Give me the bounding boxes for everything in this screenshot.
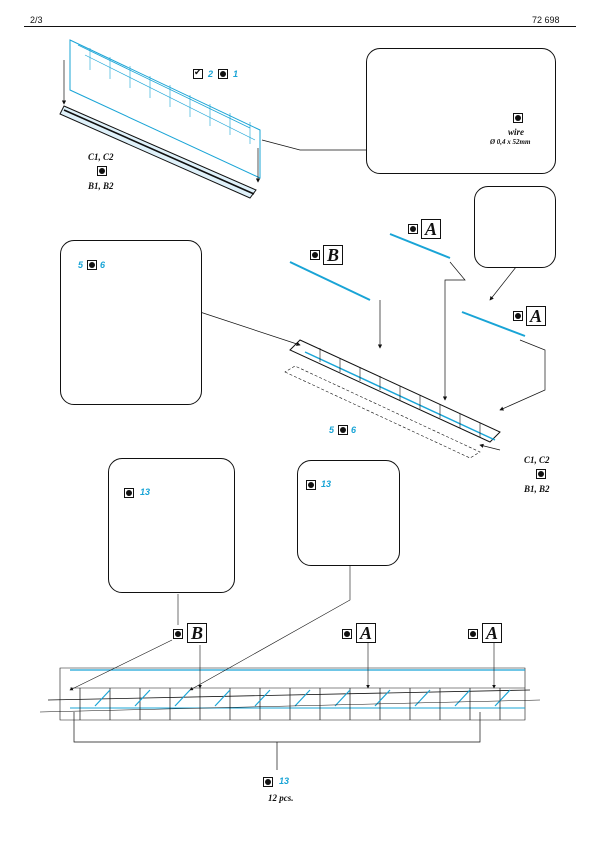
step1-drawing <box>59 39 366 199</box>
part-icon <box>97 166 107 176</box>
part-icon <box>338 425 348 435</box>
step2-part-5: 5 <box>329 425 335 435</box>
step1-part-1: 1 <box>233 69 239 79</box>
header-rule <box>24 26 576 27</box>
wire-size: Ø 0,4 x 52mm <box>490 138 531 146</box>
marker-b: B <box>323 245 343 265</box>
pieces-count: 12 pcs. <box>268 793 294 803</box>
part-icon <box>218 69 228 79</box>
part-icon <box>513 113 523 123</box>
part-icon <box>124 488 134 498</box>
wire-detail-bubble <box>366 48 556 174</box>
part-icon <box>87 260 97 270</box>
a-detail-bubble <box>474 186 556 268</box>
part-icon <box>513 311 523 321</box>
step2-part-6: 6 <box>351 425 357 435</box>
marker-a: A <box>482 623 502 643</box>
label-c1-c2: C1, C2 <box>88 152 114 162</box>
part-13: 13 <box>279 776 290 786</box>
part-icon <box>173 629 183 639</box>
label-b1-b2: B1, B2 <box>88 181 114 191</box>
wire-label: wire <box>508 127 525 137</box>
step2-part-6: 6 <box>100 260 106 270</box>
hull-rail-drawing <box>39 565 541 770</box>
marker-a: A <box>421 219 441 239</box>
step2-part-5: 5 <box>78 260 84 270</box>
marker-a: A <box>526 306 546 326</box>
bend-icon <box>193 67 203 79</box>
part-icon <box>468 629 478 639</box>
step1-part-2: 2 <box>208 69 214 79</box>
part-13: 13 <box>140 487 151 497</box>
label-b1-b2: B1, B2 <box>524 484 550 494</box>
step2-drawing <box>199 233 546 459</box>
part-icon <box>306 480 316 490</box>
part13-detail-bubble-1 <box>108 458 235 593</box>
part-icon <box>310 250 320 260</box>
part-icon <box>263 777 273 787</box>
part-13: 13 <box>321 479 332 489</box>
part-icon <box>536 469 546 479</box>
marker-b: B <box>187 623 207 643</box>
label-c1-c2: C1, C2 <box>524 455 550 465</box>
part-icon <box>408 224 418 234</box>
kit-code: 72 698 <box>532 15 560 25</box>
page-number: 2/3 <box>30 15 43 25</box>
marker-a: A <box>356 623 376 643</box>
parts56-detail-bubble <box>60 240 202 405</box>
part-icon <box>342 629 352 639</box>
part13-detail-bubble-2 <box>297 460 400 566</box>
